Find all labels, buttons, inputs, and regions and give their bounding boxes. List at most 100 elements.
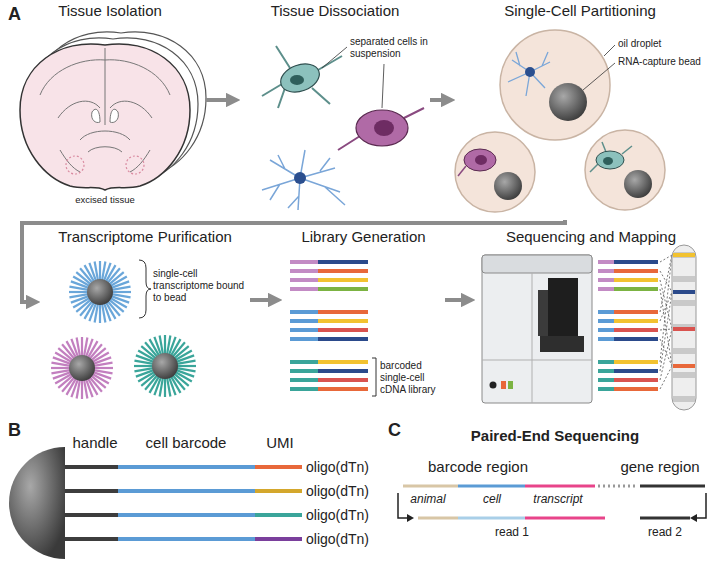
step-title: Transcriptome Purification xyxy=(40,228,250,246)
sequence-construct xyxy=(598,485,638,488)
transcriptome-bead xyxy=(95,261,98,280)
teal-neuron xyxy=(277,59,323,97)
callout-label: excised tissue xyxy=(75,194,135,205)
cdna-library xyxy=(318,278,368,282)
droplet-cell xyxy=(475,155,487,165)
sequenced-reads xyxy=(598,278,614,282)
chromosome xyxy=(673,290,695,294)
read-direction-arrow xyxy=(398,493,408,518)
sequenced-reads xyxy=(598,328,614,332)
sequenced-reads xyxy=(614,369,658,373)
magenta-cell xyxy=(338,108,424,150)
chromosome xyxy=(673,348,695,354)
transcriptome-bead xyxy=(51,370,70,373)
sequence-construct xyxy=(458,517,525,520)
sequenced-reads xyxy=(614,360,658,364)
transcriptome-bead xyxy=(81,337,83,356)
chromosome xyxy=(673,253,695,257)
sequence-construct xyxy=(640,517,690,520)
sequencer xyxy=(540,336,584,352)
transcriptome-bead xyxy=(160,335,163,354)
brain-section xyxy=(40,48,170,125)
callout-label: oil droplet xyxy=(618,38,661,50)
sequenced-reads xyxy=(598,255,672,389)
chromosome xyxy=(673,252,695,258)
transcriptome-bead xyxy=(51,367,70,369)
oligo-strand xyxy=(118,467,255,539)
sequencer xyxy=(508,381,513,389)
cdna-library xyxy=(290,269,318,273)
chromosome xyxy=(673,290,695,294)
cdna-library xyxy=(290,260,318,264)
chromosome xyxy=(673,253,695,257)
flow-arrow xyxy=(250,298,268,302)
transcriptome-bead xyxy=(94,367,113,369)
transcriptome-bead xyxy=(152,353,178,379)
transcriptome-bead xyxy=(77,337,80,356)
flow-arrow xyxy=(205,98,226,102)
sequenced-reads xyxy=(598,387,614,391)
chromosome xyxy=(673,327,695,331)
read-label: read 2 xyxy=(648,525,682,539)
sequenced-reads xyxy=(660,366,672,389)
sequenced-reads xyxy=(660,292,672,371)
sequenced-reads xyxy=(598,378,614,382)
sequenced-reads xyxy=(614,269,658,273)
read-direction-arrow xyxy=(407,514,414,522)
sequenced-reads xyxy=(598,287,614,291)
oligo-strand xyxy=(255,465,302,469)
droplet-cell xyxy=(596,151,624,169)
panel-heading: Paired-End Sequencing xyxy=(471,427,639,445)
cdna-library xyxy=(290,378,318,382)
chromosome xyxy=(673,276,695,282)
cdna-library xyxy=(290,328,318,332)
brain-section xyxy=(126,156,144,174)
sequenced-reads xyxy=(598,369,614,373)
oligo-strand xyxy=(65,467,118,539)
oligo-label: oligo(dTn) xyxy=(306,483,369,500)
chromosome xyxy=(673,396,695,402)
transcriptome-bead xyxy=(99,261,101,280)
flow-arrow xyxy=(430,98,441,102)
step-title: Library Generation xyxy=(282,228,445,246)
cdna-library xyxy=(318,319,368,323)
process-step: Single-Cell Partitioning xyxy=(455,2,705,220)
cdna-library xyxy=(318,378,368,382)
capture-bead xyxy=(494,172,522,200)
teal-neuron xyxy=(262,46,342,108)
bracket xyxy=(372,358,376,396)
sequenced-reads xyxy=(614,387,658,391)
cdna-library xyxy=(290,387,318,391)
chromosome xyxy=(673,327,695,331)
segment-label: cell barcode xyxy=(146,434,227,452)
capture-bead xyxy=(9,447,65,559)
transcriptome-bead xyxy=(69,355,95,381)
capture-bead xyxy=(494,83,652,200)
brain-section xyxy=(92,109,119,122)
sequencer xyxy=(490,382,497,389)
flow-arrow xyxy=(22,220,565,302)
cdna-library xyxy=(318,360,368,364)
droplet-cell xyxy=(464,149,496,171)
transcriptome-bead xyxy=(112,291,131,293)
sequenced-reads xyxy=(660,339,672,366)
droplet-cell xyxy=(525,67,535,77)
read-direction-arrow xyxy=(398,493,706,522)
sequencer xyxy=(501,381,506,389)
process-step: Transcriptome Purification xyxy=(40,228,250,404)
oligo-label: oligo(dTn) xyxy=(306,459,369,476)
cdna-library xyxy=(318,328,368,332)
brain-section xyxy=(60,131,150,172)
chromosome xyxy=(672,245,696,410)
chromosome xyxy=(673,364,695,368)
chromosome xyxy=(673,253,695,257)
transcriptome-bead xyxy=(164,335,166,354)
sequenced-reads xyxy=(598,269,614,273)
droplet-cell xyxy=(508,52,550,96)
cdna-library xyxy=(290,337,318,341)
transcriptome-bead xyxy=(69,294,88,297)
sequenced-reads xyxy=(598,360,614,364)
sequenced-reads xyxy=(614,337,658,341)
transcriptome-bead xyxy=(177,361,196,364)
